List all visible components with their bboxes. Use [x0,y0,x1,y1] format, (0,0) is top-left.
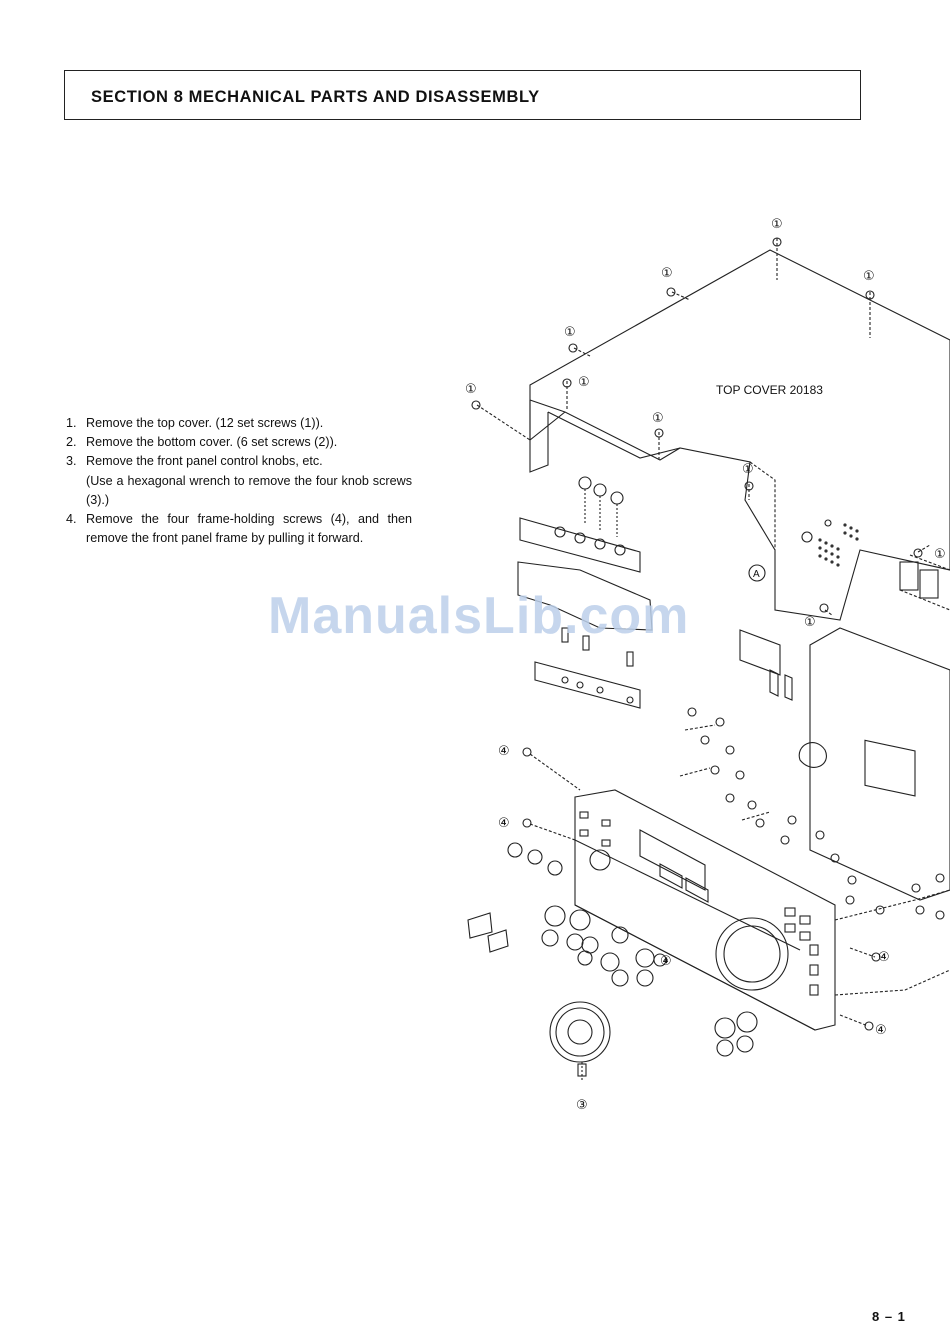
screws-1 [471,237,931,616]
callout-screw-4: ④ [875,1022,887,1037]
callout-screw-1: ① [652,410,664,425]
callout-screw-1: ① [771,216,783,231]
top-cover-label: TOP COVER 20183 [716,383,823,397]
step-main-text: Remove the front panel control knobs, et… [86,454,323,469]
step-4: 4. Remove the four frame-holding screws … [66,510,412,548]
front-panel-knobs [467,842,758,1080]
chassis-screws-washers [679,707,945,920]
callout-screw-3: ③ [576,1097,588,1112]
callout-ref-a: A [753,569,760,580]
chassis-front-subpanel [739,554,950,901]
vent-holes [818,523,859,567]
callout-screw-4: ④ [878,949,890,964]
step-text: Remove the front panel control knobs, et… [86,452,412,510]
front-panel-frame [574,789,836,1031]
section-header-box: SECTION 8 MECHANICAL PARTS AND DISASSEMB… [64,70,861,120]
switch-bracket-assembly [517,476,653,709]
step-note: (Use a hexagonal wrench to remove the fo… [86,473,412,507]
disassembly-steps: 1. Remove the top cover. (12 set screws … [66,414,412,548]
page-number: 8 – 1 [872,1309,906,1324]
step-text: Remove the top cover. (12 set screws (1)… [86,416,324,430]
callout-screw-4: ④ [498,743,510,758]
watermark: ManualsLib.com [268,587,690,645]
step-3: 3. Remove the front panel control knobs,… [66,452,412,510]
callout-screw-1: ① [742,461,754,476]
callout-screw-1: ① [863,268,875,283]
step-2: 2. Remove the bottom cover. (6 set screw… [66,433,412,452]
step-1: 1. Remove the top cover. (12 set screws … [66,414,412,433]
step-text: Remove the four frame-holding screws (4)… [86,512,412,546]
assembly-guide-lines [834,889,950,996]
step-number: 4. [66,512,77,527]
callout-screw-1: ① [578,374,590,389]
callout-screw-4: ④ [498,815,510,830]
step-number: 2. [66,435,77,450]
callout-screw-1: ① [465,381,477,396]
top-cover-outline [529,249,950,621]
step-text: Remove the bottom cover. (6 set screws (… [86,435,338,450]
section-title: SECTION 8 MECHANICAL PARTS AND DISASSEMB… [91,88,540,106]
callout-ref-a-circle [748,564,766,582]
callout-screw-4: ④ [660,953,672,968]
callout-screw-1: ① [804,614,816,629]
step-number: 1. [66,416,77,430]
exploded-view-diagram: TOP COVER 20183 ① ① ① ① ① ① ① ① ① ① A [465,216,950,1112]
callout-screw-1: ① [661,265,673,280]
step-number: 3. [66,454,77,469]
callout-screw-1: ① [934,546,946,561]
callout-screw-1: ① [564,324,576,339]
